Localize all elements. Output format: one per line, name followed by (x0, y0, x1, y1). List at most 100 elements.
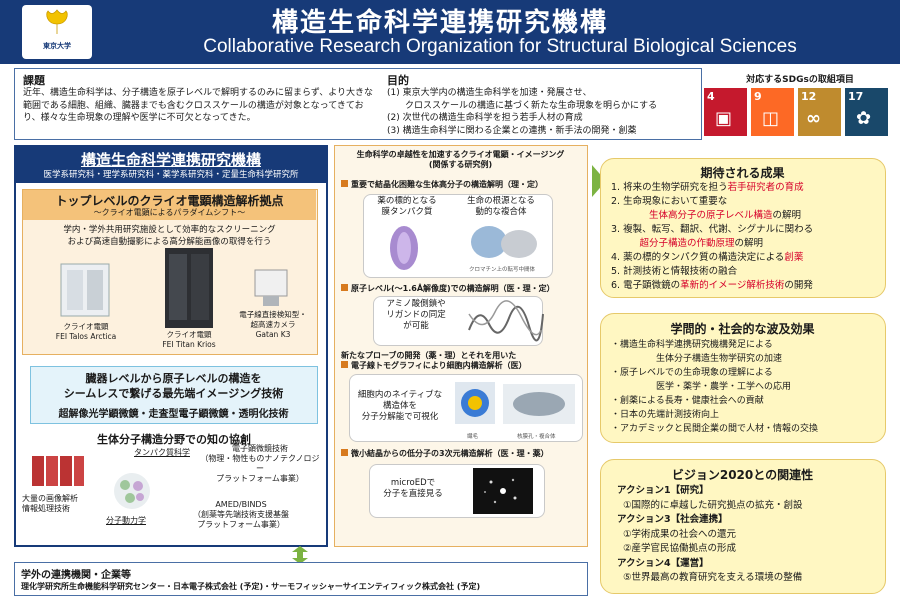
book-icon: ▣ (715, 108, 733, 129)
image-analysis-line: 大量の画像解析 (22, 494, 78, 503)
bullet-square (341, 449, 348, 456)
heading-line: (関係する研究例) (428, 160, 493, 169)
label-line: 分子分解能で可視化 (361, 412, 439, 422)
amed-binds-label: AMED/BINDS （創薬等先端技術支援基盤 プラットフォーム事業） (180, 500, 302, 530)
molecular-dynamics-text: 分子動力学 (106, 516, 146, 525)
label-line: が可能 (403, 321, 429, 331)
expected-result-item: 1. 将来の生物学研究を担う若手研究者の育成 (611, 181, 883, 195)
talos-arctica-image (60, 263, 110, 317)
research-examples-box: 生命科学の卓越性を加速するクライオ電顕・イメージング (関係する研究例) 重要で… (334, 145, 588, 547)
vision-action-item: ①学術成果の社会への還元 (623, 528, 737, 540)
sdg-number: 9 (754, 90, 762, 103)
sdg-number: 17 (848, 90, 864, 103)
university-logo: 東京大学 (22, 5, 92, 59)
expected-result-item: 5. 計測技術と情報技術の融合 (611, 265, 883, 279)
item-highlight: 創薬 (784, 252, 804, 263)
em-technology-line: （物理・物性ものナノテクノロジー (200, 454, 320, 473)
research-example-2-panel (373, 296, 543, 346)
microscope-label-k3: 電子線直接検知型・ 超高速カメラ Gatan K3 (233, 310, 313, 340)
impact-item: ・日本の先端計測技術向上 (611, 410, 720, 420)
em-technology-line: プラットフォーム事業） (216, 474, 304, 483)
heading-line: 生命科学の卓越性を加速するクライオ電顕・イメージング (356, 150, 565, 159)
item-text: 2. 生命現象において重要な (611, 196, 728, 207)
sdg-4-badge: 4 ▣ (704, 88, 747, 136)
microscope-label-line: クライオ電顕 (63, 322, 109, 331)
protein-science-text: タンパク質科学 (134, 448, 190, 457)
section-heading-text: 重要で結晶化困難な生体高分子の構造解明（理・定） (351, 180, 543, 189)
image-analysis-label: 大量の画像解析 情報処理技術 (22, 494, 78, 514)
impact-heading: 学問的・社会的な波及効果 (670, 322, 815, 336)
item-text: の解明 (772, 210, 802, 221)
impact-item: 医学・薬学・農学・工学への応用 (611, 382, 792, 392)
vision-action-item: ⑤世界最高の教育研究を支える環境の整備 (623, 572, 803, 583)
arrow-up-down-icon (292, 546, 308, 564)
section-heading-text: 原子レベル(～1.6Å解像度)での構造解明（医・理・定） (351, 284, 555, 293)
cryo-em-hub-header: トップレベルのクライオ電顕構造解析拠点 ～クライオ電顕によるパラダイムシフト～ (23, 190, 316, 220)
item-text: 4. 薬の標的タンパク質の構造決定による (611, 252, 785, 263)
bullet-square (341, 180, 348, 187)
image-analysis-line: 情報処理技術 (22, 504, 70, 513)
sdgs-icons: 4 ▣ 9 ◫ 12 ∞ 17 ✿ (704, 88, 894, 136)
cryo-em-hub-description: 学内・学外共用研究施設として効率的なスクリーニング および高速自動撮影による高分… (27, 224, 312, 248)
bullet-square (341, 361, 348, 368)
microscope-label-line: FEI Titan Krios (162, 340, 216, 349)
header-banner: 東京大学 構造生命科学連携研究機構 Collaborative Research… (0, 0, 900, 64)
gatan-k3-image (254, 269, 288, 306)
molecular-dynamics-label: 分子動力学 (106, 516, 146, 526)
research-example-1-heading: 重要で結晶化困難な生体高分子の構造解明（理・定） (341, 180, 585, 190)
label-line: microEDで (390, 478, 436, 488)
label-line: 分子を直接見る (383, 489, 443, 499)
microscope-label-line: 超高速カメラ (250, 320, 296, 329)
cubes-icon: ◫ (762, 108, 780, 129)
item-text: 1. 将来の生物学研究を担う (611, 182, 728, 193)
molecular-structure-image (114, 473, 150, 509)
em-technology-line: 電子顕微鏡技術 (232, 444, 288, 453)
expected-result-item: 生体高分子の原子レベル構造の解明 (611, 209, 883, 223)
expected-results-heading: 期待される成果 (700, 166, 785, 180)
cryo-em-hub-title: トップレベルのクライオ電顕構造解析拠点 (55, 194, 284, 208)
imaging-title-line: 臓器レベルから原子レベルの構造を (85, 372, 262, 385)
vision-action-heading: アクション1【研究】 (617, 485, 709, 496)
dynamic-complex-label: 生命の根源となる 動的な複合体 (453, 196, 549, 218)
dynamic-complex-image (471, 226, 537, 258)
expected-result-item: 6. 電子顕微鏡の革新的イメージ解析技術の開発 (611, 279, 883, 293)
cilium-caption: 繊毛 (467, 434, 479, 440)
research-example-2-heading: 原子レベル(～1.6Å解像度)での構造解明（医・理・定） (341, 284, 585, 294)
flower-icon: ✿ (856, 108, 872, 129)
item-text: 5. 計測技術と情報技術の融合 (611, 266, 738, 277)
imaging-title-line: シームレスで繋げる最先端イメージング技術 (63, 387, 284, 400)
page-subtitle: Collaborative Research Organization for … (203, 36, 797, 57)
item-text (611, 210, 649, 221)
expected-result-item: 超分子構造の作動原理の解明 (611, 237, 883, 251)
supercomputer-image (32, 456, 84, 486)
sdg-number: 12 (801, 90, 817, 103)
co-creation-heading: 生体分子構造分野での知の協創 (97, 433, 251, 446)
sdg-17-badge: 17 ✿ (845, 88, 888, 136)
microscope-label-line: FEI Talos Arctica (55, 332, 117, 341)
label-line: 薬の標的となる (377, 196, 437, 206)
titan-krios-image (165, 248, 213, 328)
purpose-heading: 目的 (387, 74, 409, 87)
impact-list: ・構造生命科学連携研究機構発足による 生体分子構造生物学研究の加速 ・原子レベル… (611, 338, 883, 436)
membrane-protein-image (390, 226, 418, 270)
external-partners-box: 学外の連携機関・企業等 理化学研究所生命機能科学研究センター・日本電子株式会社 … (14, 562, 588, 596)
imaging-title: 臓器レベルから原子レベルの構造を シームレスで繋げる最先端イメージング技術 (31, 371, 316, 401)
sdg-number: 4 (707, 90, 715, 103)
issue-heading: 課題 (23, 74, 45, 87)
item-text: 3. 複製、転写、翻訳、代謝、シグナルに関わる (611, 224, 814, 235)
external-partners-heading: 学外の連携機関・企業等 (21, 570, 131, 581)
impact-item: ・創薬による長寿・健康社会への貢献 (611, 396, 764, 406)
density-map-image (468, 300, 544, 342)
research-example-4-heading: 微小結晶からの低分子の3次元構造解析（医・理・薬） (341, 449, 585, 459)
impact-item: ・原子レベルでの生命現象の理解による (611, 368, 773, 378)
nuclear-pore-caption: 核膜孔・複合体 (517, 434, 556, 440)
label-line: 構造体を (382, 401, 417, 411)
cryo-em-hub-box: トップレベルのクライオ電顕構造解析拠点 ～クライオ電顕によるパラダイムシフト～ … (22, 189, 318, 355)
purpose-item: (2) 次世代の構造生命科学を担う若手人材の育成 (387, 113, 583, 123)
label-line: アミノ酸側鎖や (386, 299, 446, 309)
item-text: の開発 (784, 280, 813, 291)
impact-item: ・アカデミックと民間企業の間で人材・情報の交換 (611, 424, 819, 434)
membrane-protein-label: 薬の標的となる 膜タンパク質 (367, 196, 447, 218)
vision-2020-heading: ビジョン2020との関連性 (671, 468, 814, 482)
